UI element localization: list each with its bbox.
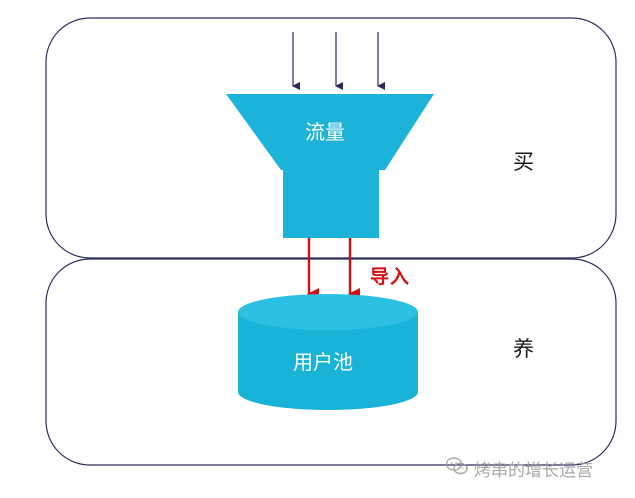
nurture-section-frame <box>45 258 617 466</box>
user-pool-label: 用户池 <box>293 350 353 374</box>
user-pool-cylinder <box>238 294 418 410</box>
cylinder-body <box>238 312 418 410</box>
cylinder-top <box>238 294 418 330</box>
watermark-text: 烤串的增长运营 <box>474 461 593 481</box>
watermark: 烤串的增长运营 <box>445 456 593 481</box>
funnel-neck <box>283 170 379 238</box>
nurture-section-label: 养 <box>513 337 534 361</box>
buy-section-frame <box>45 17 617 259</box>
funnel-top <box>226 94 434 170</box>
buy-section-label: 买 <box>513 150 534 174</box>
funnel-label: 流量 <box>305 120 345 144</box>
import-label: 导入 <box>370 266 411 288</box>
wechat-icon <box>445 457 468 480</box>
